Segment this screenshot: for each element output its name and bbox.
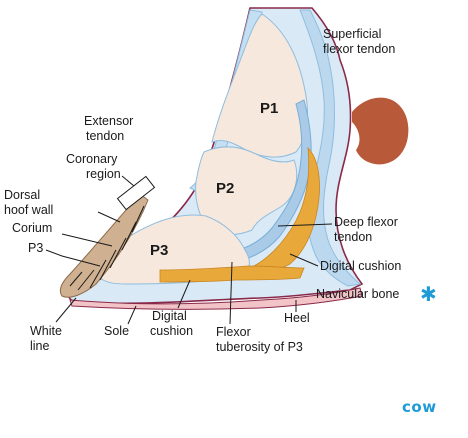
p2-bone [195, 146, 298, 236]
superficial-flexor-label: Superficial flexor tendon [323, 27, 395, 56]
sole-leader [127, 305, 137, 325]
deep-flexor-leader [277, 223, 333, 227]
p2-label: P2 [216, 180, 234, 197]
coronary-box [116, 175, 156, 211]
deep-flexor-label: Deep flexor tendon [334, 215, 401, 244]
sole [69, 287, 363, 310]
ergot-shape [352, 97, 409, 165]
coronary-label: Coronary region [66, 152, 121, 181]
corium-leader [61, 233, 113, 247]
p3-leader [45, 249, 101, 267]
corium-label: Corium [12, 221, 52, 235]
p1-label: P1 [260, 100, 278, 117]
flexor-tuberosity-label: Flexor tuberosity of P3 [216, 325, 303, 354]
handwritten-note: cow [402, 398, 437, 416]
flexor-tuberosity-leader [229, 261, 233, 325]
coronary-leader [121, 175, 135, 187]
corium-hatch [69, 205, 145, 291]
navicular-label: Navicular bone [316, 287, 399, 301]
white-line-leader [55, 297, 77, 323]
dorsal-wall-leader [97, 211, 121, 223]
digital-cushion-right-leader [289, 253, 319, 267]
white-line-label: White line [30, 324, 65, 353]
sole-label: Sole [104, 324, 129, 338]
heel-label: Heel [284, 311, 310, 325]
p3-label: P3 [150, 242, 168, 259]
p3-side-label: P3 [28, 241, 43, 255]
dorsal-wall-label: Dorsal hoof wall [4, 188, 53, 217]
extensor-label: Extensor tendon [84, 114, 137, 143]
navicular-star-icon: ✱ [420, 282, 437, 306]
digital-cushion-bottom-leader [177, 279, 191, 309]
digital-cushion-bottom-label: Digital cushion [150, 309, 193, 338]
digital-cushion-right-label: Digital cushion [320, 259, 401, 273]
